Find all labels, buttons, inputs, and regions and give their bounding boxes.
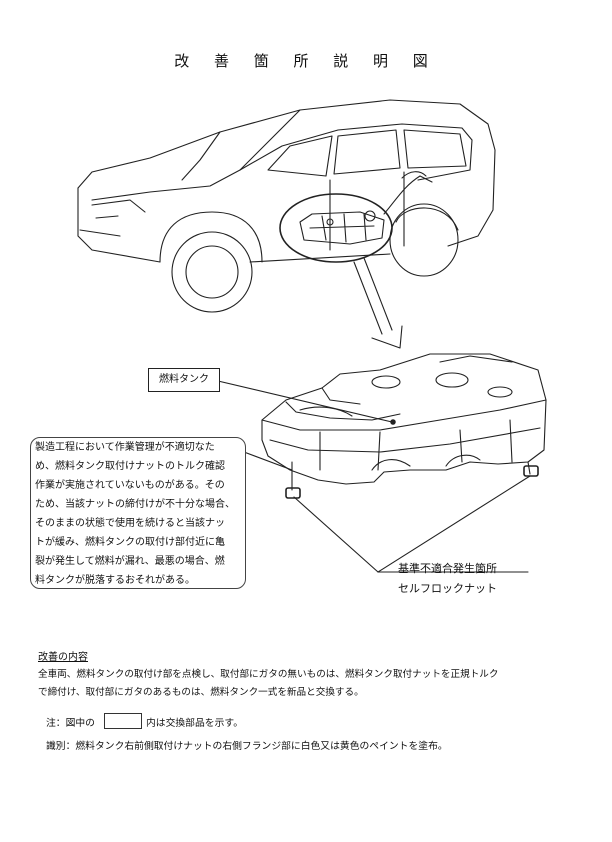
defect-location-title: 基準不適合発生箇所	[398, 562, 497, 575]
fuel-tank-drawing	[261, 353, 547, 499]
remedy-line: で締付け、取付部にガタのあるものは、燃料タンク一式を新品と交換する。	[38, 687, 364, 698]
defect-line: 裂が発生して燃料が漏れ、最悪の場合、燃	[35, 556, 225, 567]
defect-line: 料タンクが脱落するおそれがある。	[35, 575, 195, 586]
vehicle-outline	[77, 99, 496, 313]
defect-line: 製造工程において作業管理が不適切なた	[35, 442, 215, 453]
identification-note: 識別：燃料タンク右前側取付けナットの右側フランジ部に白色又は黄色のペイントを塗布…	[46, 741, 448, 752]
defect-line: そのままの状態で使用を続けると当該ナッ	[35, 518, 225, 529]
page-title: 改 善 箇 所 説 明 図	[174, 52, 438, 70]
replacement-part-legend-box	[104, 713, 142, 729]
remedy-line: 全車両、燃料タンクの取付け部を点検し、取付部にガタの無いものは、燃料タンク取付ナ…	[38, 669, 499, 680]
defect-line: トが緩み、燃料タンクの取付け部付近に亀	[35, 537, 225, 548]
fuel-tank-label-box: 燃料タンク	[148, 368, 220, 392]
defect-line: 作業が実施されていないものがある。その	[35, 480, 225, 491]
defect-location-part: セルフロックナット	[398, 582, 497, 595]
callout-lines	[217, 380, 531, 573]
defect-description-box: 製造工程において作業管理が不適切なた め、燃料タンク取付けナットのトルク確認 作…	[30, 437, 246, 589]
defect-line: め、燃料タンク取付けナットのトルク確認	[35, 461, 225, 472]
note-prefix: 注：図中の	[46, 718, 95, 729]
fuel-tank-label: 燃料タンク	[159, 374, 209, 385]
note-suffix: 内は交換部品を示す。	[146, 718, 243, 729]
remedy-heading: 改善の内容	[38, 652, 88, 663]
defect-line: ため、当該ナットの締付けが不十分な場合、	[35, 499, 235, 510]
zoom-arrow	[353, 257, 403, 349]
highlight-ellipse	[279, 175, 433, 263]
